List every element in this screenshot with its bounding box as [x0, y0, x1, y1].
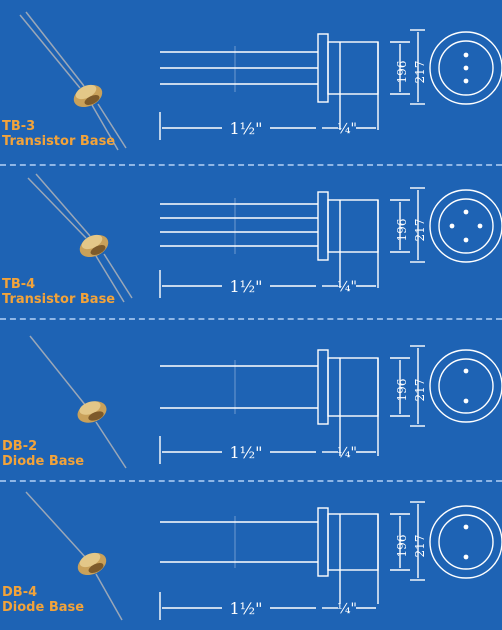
dim-inner-label: 196	[395, 219, 409, 242]
dim-short-label: ¼"	[337, 279, 357, 295]
part-name: Transistor Base	[2, 134, 116, 149]
part-name: Diode Base	[2, 454, 85, 469]
part-panel-tb-4: 196 217 1½" ¼" TB-4 Transistor Base	[0, 158, 502, 314]
lead-lines	[159, 29, 502, 140]
dim-inner-label: 196	[395, 535, 409, 558]
dim-short-label: ¼"	[337, 601, 357, 617]
part-name: Transistor Base	[2, 292, 116, 307]
pin-dots	[463, 52, 469, 84]
lead-lines	[159, 187, 502, 298]
dim-short-label: ¼"	[337, 121, 357, 137]
component-photo	[27, 173, 133, 303]
lead-lines	[159, 345, 502, 464]
dim-outer-label: 217	[413, 535, 427, 558]
separator-line	[0, 480, 502, 482]
dim-outer-label: 217	[413, 219, 427, 242]
part-drawing: 196 217 1½" ¼"	[27, 173, 502, 303]
separator-line	[0, 318, 502, 320]
part-panel-tb-3: 196 217 1½" ¼" TB-3 Transistor Base	[0, 0, 502, 156]
dim-length-label: 1½"	[229, 119, 262, 138]
part-code: DB-2	[2, 439, 38, 454]
part-code: TB-4	[2, 277, 36, 292]
dim-short-label: ¼"	[337, 445, 357, 461]
component-photo	[19, 11, 127, 151]
part-drawing: 196 217 1½" ¼"	[19, 11, 502, 151]
dim-length-label: 1½"	[229, 599, 262, 618]
dim-outer-label: 217	[413, 61, 427, 84]
pin-dots	[449, 209, 483, 243]
dim-inner-label: 196	[395, 379, 409, 402]
pin-dots	[463, 368, 469, 404]
part-panel-db-2: 196 217 1½" ¼" DB-2 Diode Base	[0, 318, 502, 474]
part-code: DB-4	[2, 585, 38, 600]
part-code: TB-3	[2, 119, 36, 134]
separator-line	[0, 164, 502, 166]
dim-length-label: 1½"	[229, 443, 262, 462]
dim-outer-label: 217	[413, 379, 427, 402]
part-panel-db-4: 196 217 1½" ¼" DB-4 Diode Base	[0, 474, 502, 630]
dim-length-label: 1½"	[229, 277, 262, 296]
part-name: Diode Base	[2, 600, 85, 615]
lead-lines	[159, 501, 502, 620]
component-photo	[29, 335, 127, 469]
part-drawing: 196 217 1½" ¼"	[29, 335, 502, 469]
component-photo	[25, 491, 123, 621]
pin-dots	[463, 524, 469, 560]
part-drawing: 196 217 1½" ¼"	[25, 491, 502, 621]
dim-inner-label: 196	[395, 61, 409, 84]
